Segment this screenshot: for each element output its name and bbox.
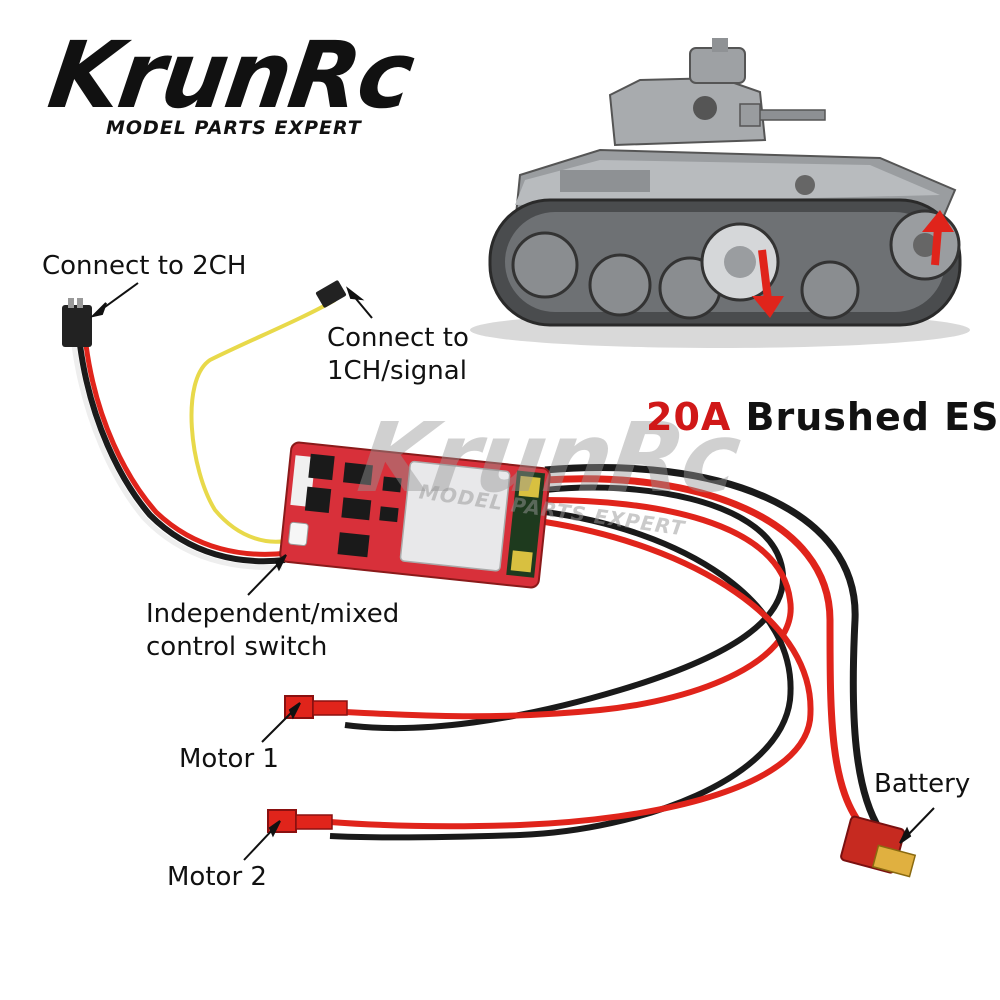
brand-tagline: MODEL PARTS EXPERT bbox=[106, 117, 362, 139]
label-connect-1ch: Connect to 1CH/signal bbox=[327, 322, 469, 387]
signal-plug-1ch bbox=[315, 280, 347, 308]
label-control-switch: Independent/mixed control switch bbox=[146, 598, 399, 663]
product-name: Brushed ESC bbox=[745, 395, 1000, 439]
label-switch-line1: Independent/mixed bbox=[146, 599, 400, 629]
label-connect-2ch: Connect to 2CH bbox=[42, 251, 247, 281]
rating-text: 20A bbox=[646, 395, 732, 439]
tank-image bbox=[470, 38, 970, 348]
pointer-arrows bbox=[89, 282, 935, 861]
label-motor1: Motor 1 bbox=[179, 744, 279, 774]
connectors bbox=[62, 280, 917, 878]
label-connect-1ch-line2: 1CH/signal bbox=[327, 355, 467, 386]
servo-plug-2ch bbox=[62, 305, 92, 347]
brand-logo: KrunRc bbox=[42, 22, 419, 129]
mode-switch bbox=[288, 521, 309, 546]
label-battery: Battery bbox=[874, 769, 971, 799]
label-switch-line2: control switch bbox=[146, 631, 328, 662]
wires bbox=[71, 298, 883, 841]
product-title: 20A Brushed ESC bbox=[646, 395, 1000, 439]
label-connect-1ch-line1: Connect to bbox=[327, 323, 469, 353]
label-motor2: Motor 2 bbox=[167, 862, 267, 892]
esc-board bbox=[279, 441, 551, 589]
